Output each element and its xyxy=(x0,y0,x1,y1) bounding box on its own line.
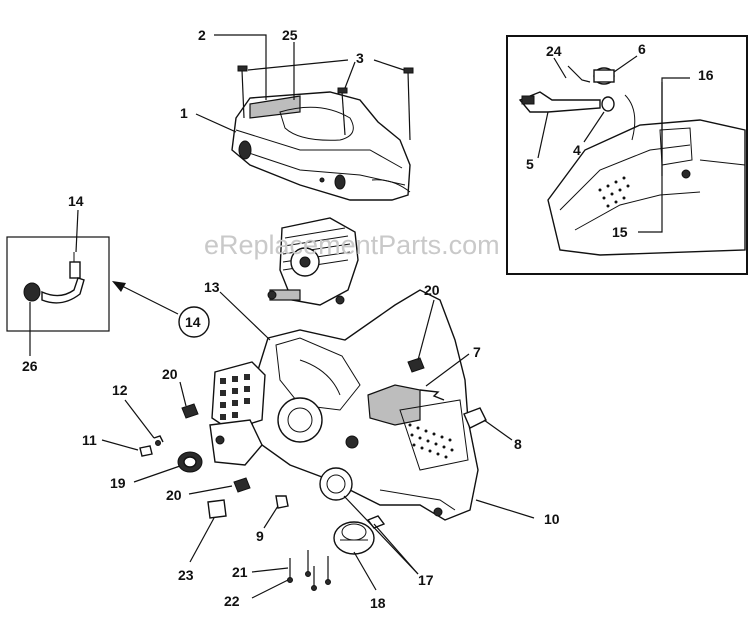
callout-20-bottom: 20 xyxy=(166,487,182,503)
callout-6: 6 xyxy=(638,41,646,57)
cap-part-18 xyxy=(333,521,375,555)
throttle-part-5 xyxy=(518,91,601,113)
fuel-line-part xyxy=(23,252,85,304)
crankcase-housing-part xyxy=(247,289,479,521)
top-cover-part xyxy=(231,91,411,201)
nut-part-9 xyxy=(275,495,289,509)
callout-4: 4 xyxy=(573,142,581,158)
callout-1: 1 xyxy=(180,105,188,121)
watermark-text: eReplacementParts.com xyxy=(204,230,500,260)
callout-labels: 2 25 3 1 14 26 13 14 20 7 20 12 11 8 19 … xyxy=(22,27,714,611)
callout-21: 21 xyxy=(232,564,248,580)
clip-part-12-dot xyxy=(155,440,161,446)
fitting-part-19 xyxy=(177,451,203,473)
bumper-part-8 xyxy=(463,407,487,429)
callout-16: 16 xyxy=(698,67,714,83)
callout-circle-14 xyxy=(178,306,210,338)
callout-17: 17 xyxy=(418,572,434,588)
arrowhead-icon xyxy=(112,281,126,292)
bolt-part-21-22 xyxy=(287,550,331,591)
callout-9: 9 xyxy=(256,528,264,544)
callout-5: 5 xyxy=(526,156,534,172)
grommet-part-20b xyxy=(181,403,199,419)
screw-part xyxy=(237,65,414,141)
grommet-part-20c xyxy=(233,477,251,493)
block-part-23 xyxy=(207,499,227,519)
plug-part-11 xyxy=(139,445,153,457)
handle-switch-part xyxy=(547,94,746,256)
clip-part-12 xyxy=(153,435,164,443)
carburetor-part xyxy=(209,361,266,466)
callout-11: 11 xyxy=(82,432,97,448)
callout-20-left: 20 xyxy=(162,366,178,382)
callout-19: 19 xyxy=(110,475,126,491)
callout-3: 3 xyxy=(356,50,364,66)
callout-20-top: 20 xyxy=(424,282,440,298)
inset-fuel-line-frame xyxy=(6,236,110,332)
callout-8: 8 xyxy=(514,436,522,452)
callout-15: 15 xyxy=(612,224,628,240)
pin-part-24 xyxy=(567,65,591,83)
leader-lines xyxy=(29,34,690,599)
callout-12: 12 xyxy=(112,382,128,398)
callout-18: 18 xyxy=(370,595,386,611)
callout-14-circle: 14 xyxy=(185,314,201,330)
cap-part-17 xyxy=(319,467,353,501)
callout-7: 7 xyxy=(473,344,481,360)
callout-10: 10 xyxy=(544,511,560,527)
callout-14-inset: 14 xyxy=(68,193,84,209)
callout-22: 22 xyxy=(224,593,240,609)
callout-2: 2 xyxy=(198,27,206,43)
callout-25: 25 xyxy=(282,27,298,43)
vent-dots xyxy=(408,423,454,459)
grommet-part-20a xyxy=(407,357,425,373)
switch-part-6 xyxy=(593,67,615,85)
callout-24: 24 xyxy=(546,43,562,59)
wire-part-7 xyxy=(419,389,445,401)
inset-pointer-arrow xyxy=(117,283,179,315)
callout-23: 23 xyxy=(178,567,194,583)
spring-part-4 xyxy=(601,96,615,112)
engine-cylinder-part xyxy=(267,217,359,306)
callout-26: 26 xyxy=(22,358,38,374)
callout-13: 13 xyxy=(204,279,220,295)
